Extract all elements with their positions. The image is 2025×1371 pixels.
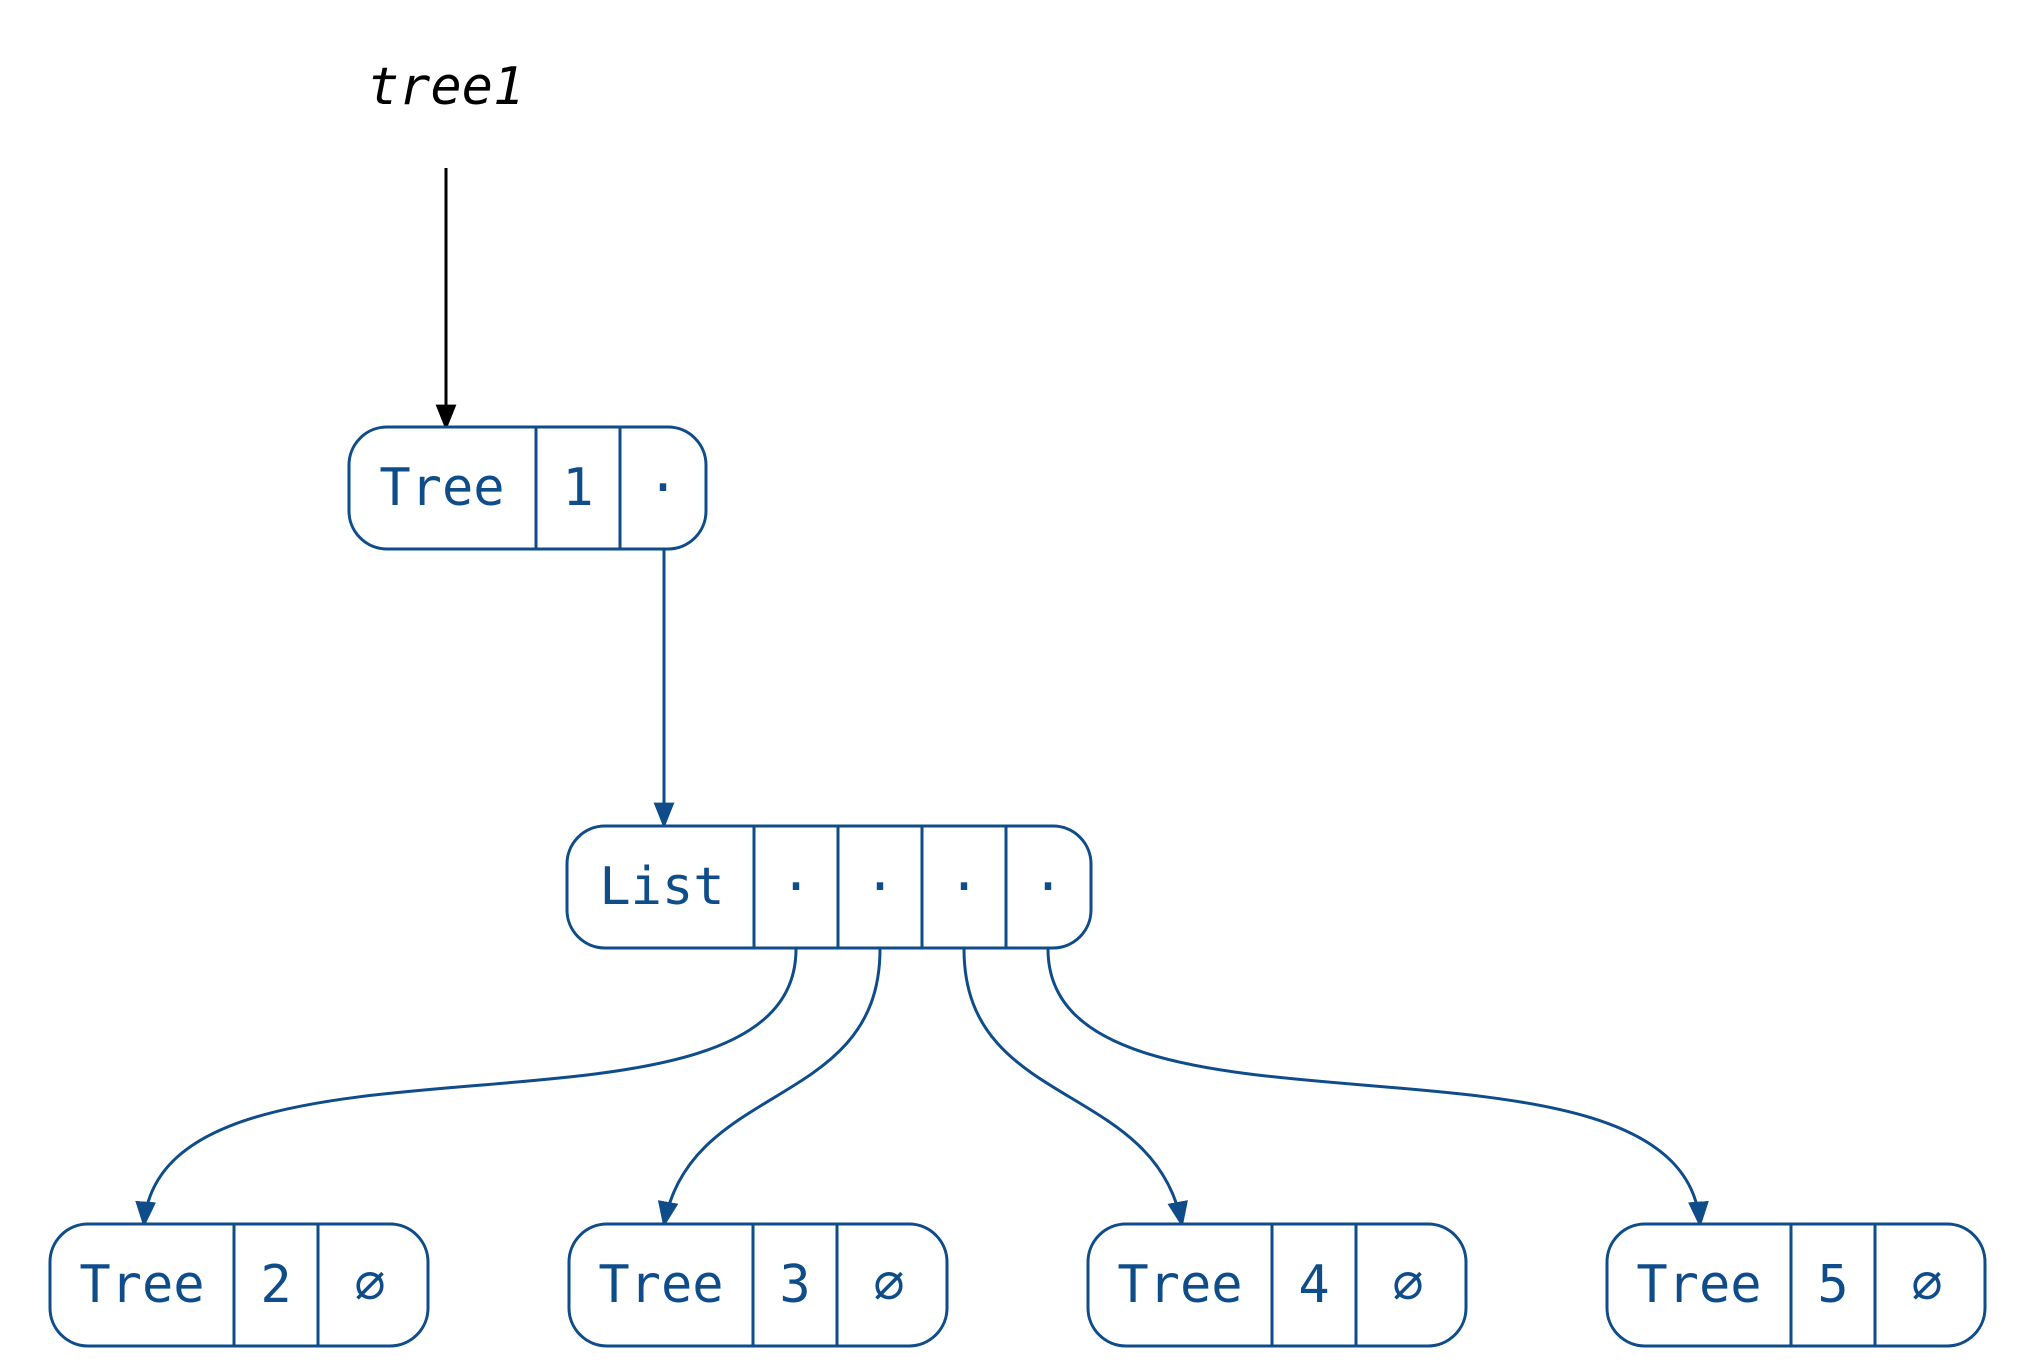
root-label: tree1: [368, 57, 525, 117]
node-tree5: Tree 5 ∅: [1605, 1222, 1987, 1348]
node-list: List · · · ·: [565, 824, 1093, 950]
null-symbol: ∅: [354, 1255, 385, 1315]
pointer-dot: ·: [780, 857, 811, 917]
pointer-dot: ·: [1032, 857, 1063, 917]
node-value: 5: [1817, 1255, 1848, 1315]
node-type-label: Tree: [79, 1255, 204, 1315]
null-symbol: ∅: [1392, 1255, 1423, 1315]
node-tree1: Tree 1 ·: [347, 425, 708, 551]
null-symbol: ∅: [873, 1255, 904, 1315]
edge-list-tree5: [1046, 948, 1709, 1228]
node-type-label: Tree: [1636, 1255, 1761, 1315]
pointer-dot: ·: [948, 857, 979, 917]
node-value: 2: [260, 1255, 291, 1315]
node-tree3: Tree 3 ∅: [567, 1222, 949, 1348]
null-symbol: ∅: [1911, 1255, 1942, 1315]
node-tree2: Tree 2 ∅: [48, 1222, 430, 1348]
edge-list-tree2: [135, 948, 798, 1228]
edge-list-tree3: [657, 948, 882, 1228]
node-type-label: Tree: [598, 1255, 723, 1315]
node-tree4: Tree 4 ∅: [1086, 1222, 1468, 1348]
pointer-dot: ·: [647, 458, 678, 518]
node-type-label: List: [599, 857, 724, 917]
node-value: 4: [1298, 1255, 1329, 1315]
pointer-dot: ·: [864, 857, 895, 917]
edge-list-tree4: [962, 948, 1188, 1228]
node-type-label: Tree: [379, 458, 504, 518]
node-value: 3: [779, 1255, 810, 1315]
node-value: 1: [562, 458, 593, 518]
node-type-label: Tree: [1117, 1255, 1242, 1315]
